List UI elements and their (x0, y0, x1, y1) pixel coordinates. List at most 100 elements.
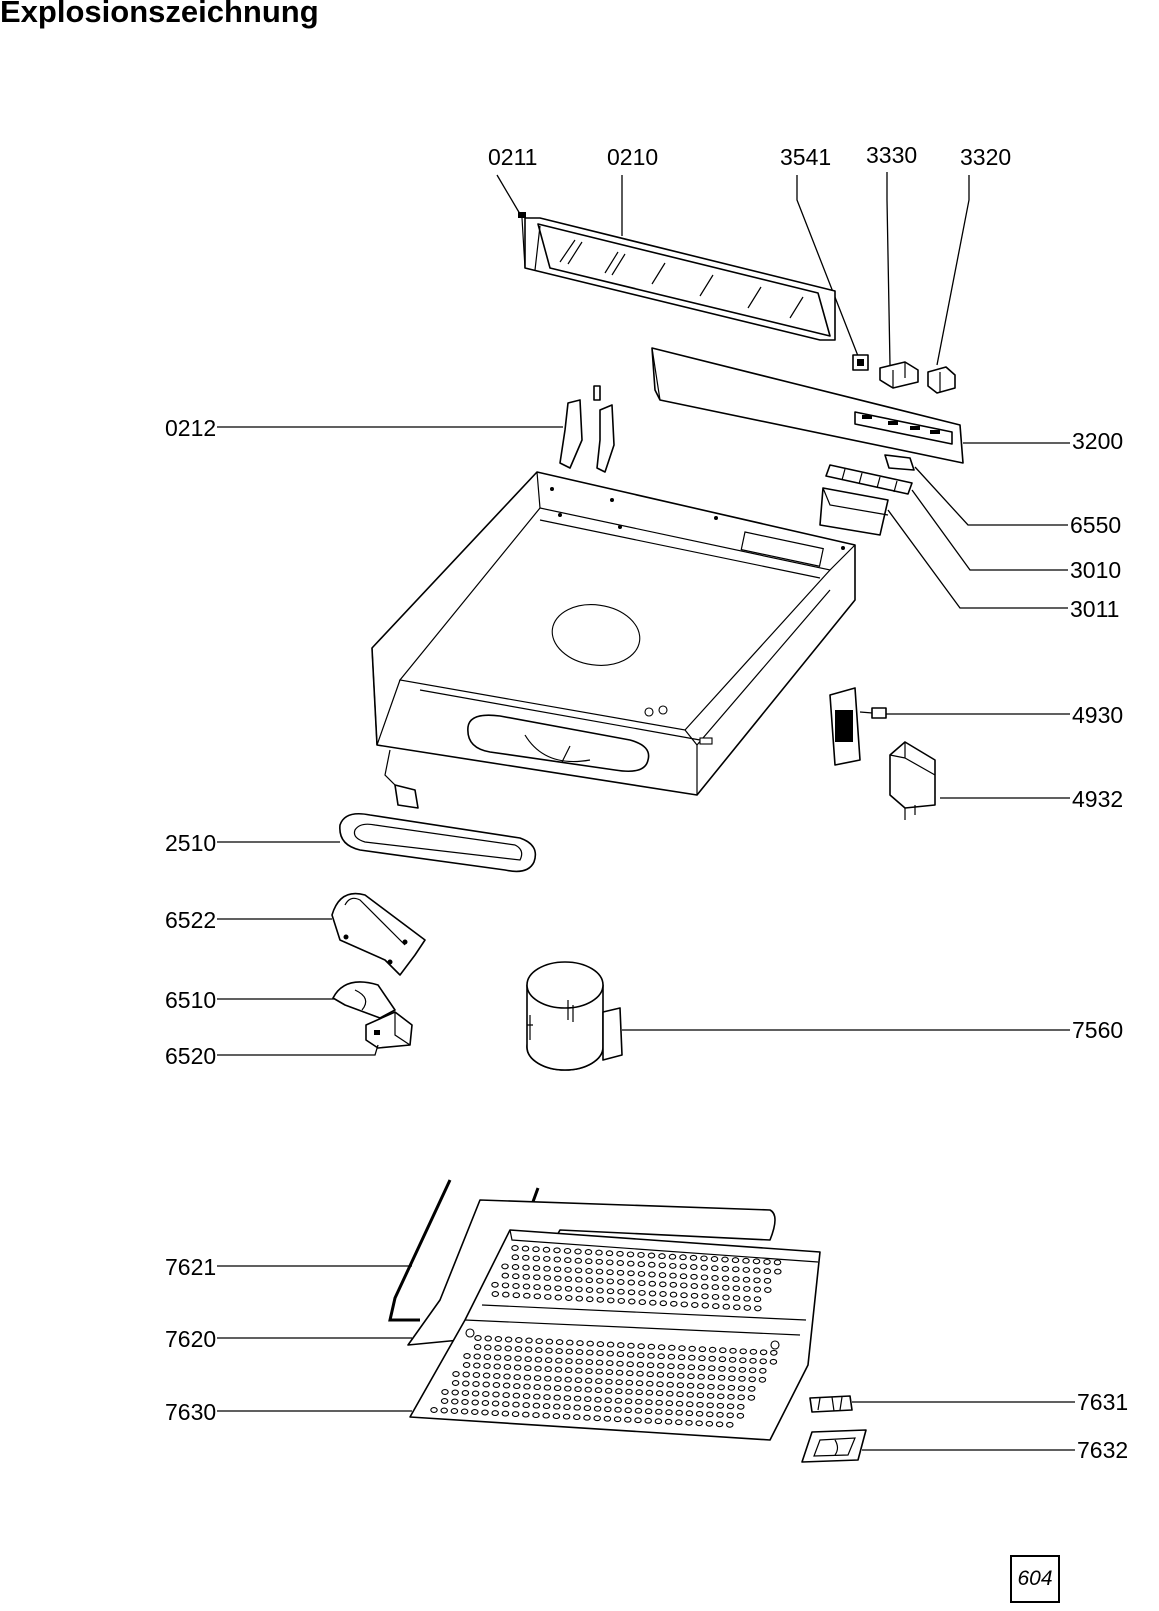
perforation-hole (473, 1344, 482, 1350)
perforation-hole (711, 1265, 719, 1272)
perforation-hole (711, 1293, 720, 1300)
perforation-hole (627, 1289, 636, 1296)
perforation-hole (656, 1381, 664, 1388)
perforation-hole (626, 1351, 635, 1358)
perforation-hole (678, 1345, 686, 1352)
perforation-hole (728, 1375, 736, 1382)
perforation-hole (533, 1393, 541, 1400)
perforation-hole (701, 1302, 710, 1309)
perforation-hole (595, 1268, 604, 1275)
perforation-hole (719, 1347, 727, 1354)
part-4932-capacitor-box (889, 741, 936, 820)
perforation-hole (717, 1393, 725, 1400)
perforation-hole (695, 1410, 704, 1417)
perforation-hole (450, 1408, 459, 1414)
perforation-hole (462, 1362, 471, 1368)
perforation-hole (462, 1380, 470, 1387)
perforation-hole (484, 1344, 492, 1351)
part-4930-component (829, 687, 887, 766)
perforation-hole (697, 1364, 706, 1371)
perforation-hole (543, 1394, 551, 1401)
perforation-hole (677, 1372, 685, 1379)
perforation-hole (738, 1375, 746, 1382)
perforation-lower (430, 1335, 778, 1428)
part-2510-trim (339, 812, 537, 873)
perforation-hole (512, 1283, 520, 1289)
perforation-hole (552, 1413, 561, 1420)
perforation-hole (594, 1396, 602, 1403)
perforation-hole (669, 1281, 678, 1288)
part-hood-body (371, 471, 856, 809)
perforation-hole (677, 1363, 685, 1370)
perforation-hole (565, 1295, 573, 1301)
perforation-hole (701, 1293, 709, 1300)
perforation-hole (462, 1371, 470, 1378)
perforation-hole (748, 1385, 756, 1392)
perforation-hole (534, 1356, 543, 1363)
perforation-hole (512, 1401, 520, 1408)
label-0210: 0210 (607, 144, 658, 170)
part-0210-glass-panel (518, 212, 836, 341)
perforation-hole (706, 1402, 714, 1409)
perforation-hole (471, 1399, 479, 1406)
perforation-hole (501, 1272, 510, 1279)
perforation-hole (564, 1367, 573, 1374)
perforation-hole (712, 1303, 720, 1310)
perforation-hole (595, 1368, 603, 1375)
label-3330: 3330 (866, 142, 917, 168)
perforation-hole (696, 1392, 705, 1399)
perforation-hole (595, 1258, 604, 1265)
perforation-hole (686, 1382, 695, 1389)
perforation-hole (615, 1379, 623, 1386)
perforation-hole (491, 1400, 500, 1407)
perforation-hole (687, 1364, 696, 1371)
perforation-hole (532, 1402, 541, 1409)
perforation-hole (483, 1363, 491, 1369)
leader-3010 (911, 489, 1068, 571)
perforation-hole (648, 1290, 657, 1297)
perforation-hole (732, 1276, 740, 1283)
perforation-hole (753, 1296, 762, 1303)
part-6510-fan-blade (332, 981, 396, 1019)
perforation-hole (732, 1295, 741, 1302)
perforation-hole (625, 1388, 633, 1395)
perforation-hole (493, 1373, 501, 1379)
perforation-hole (733, 1304, 741, 1311)
perforation-hole (617, 1288, 625, 1295)
perforation-hole (584, 1386, 592, 1393)
perforation-hole (522, 1411, 530, 1418)
perforation-hole (430, 1407, 438, 1413)
perforation-hole (708, 1355, 716, 1362)
perforation-hole (686, 1401, 694, 1408)
perforation-hole (696, 1401, 704, 1408)
perforation-hole (451, 1380, 460, 1386)
perforation-hole (615, 1388, 623, 1395)
perforation-hole (707, 1374, 716, 1381)
perforation-hole (492, 1391, 500, 1398)
perforation-hole (575, 1349, 584, 1356)
perforation-hole (553, 1266, 562, 1273)
perforation-hole (566, 1339, 574, 1346)
perforation-hole (680, 1301, 689, 1308)
perforation-hole (700, 1274, 709, 1281)
part-6522-bracket (331, 892, 426, 976)
perforation-hole (543, 1255, 551, 1262)
perforation-hole (749, 1357, 757, 1364)
perforation-hole (555, 1348, 563, 1355)
part-7630-grease-filter (409, 1229, 821, 1441)
perforation-hole (669, 1291, 678, 1298)
perforation-hole (511, 1245, 519, 1251)
perforation-hole (624, 1416, 632, 1423)
leader-3320 (936, 175, 970, 366)
perforation-hole (606, 1278, 615, 1285)
page-number: 604 (1017, 1567, 1053, 1590)
perforation-hole (636, 1370, 644, 1377)
perforation-hole (646, 1371, 654, 1378)
perforation-hole (616, 1250, 624, 1257)
perforation-hole (759, 1367, 767, 1374)
perforation-hole (617, 1342, 625, 1349)
perforation-hole (646, 1380, 654, 1387)
perforation-hole (701, 1283, 709, 1290)
perforation-hole (512, 1292, 521, 1299)
